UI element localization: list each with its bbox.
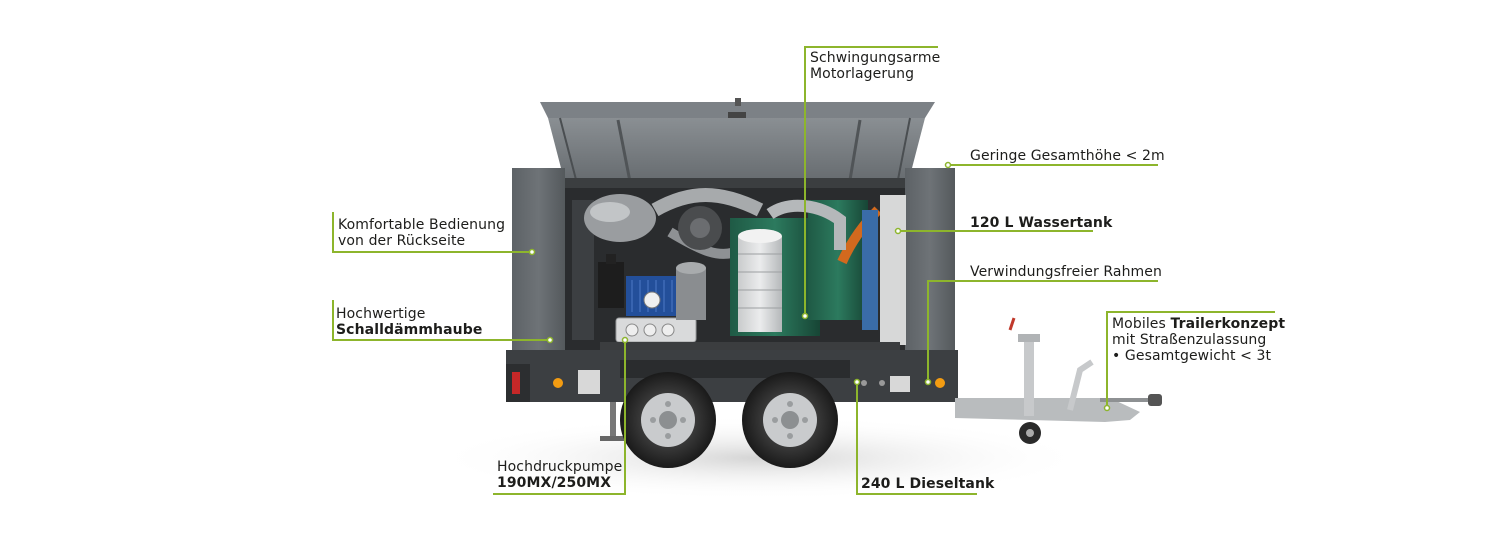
leader-motor-mount xyxy=(804,46,938,316)
callout-height: Geringe Gesamthöhe < 2m xyxy=(970,148,1165,164)
pump-line1: Hochdruckpumpe xyxy=(497,459,623,475)
callout-pump: Hochdruckpumpe 190MX/250MX xyxy=(497,459,622,491)
operation-line1: Komfortable Bedienung xyxy=(338,217,506,233)
drawbar-hitch xyxy=(955,317,1162,444)
leader-operation xyxy=(332,212,530,253)
callout-trailer: Mobiles Trailerkonzept mit Straßenzulass… xyxy=(1112,316,1285,364)
operation-line2: von der Rückseite xyxy=(338,233,466,249)
motor-mount-line2: Motorlagerung xyxy=(810,66,915,82)
leader-frame xyxy=(927,280,1158,382)
trailer-bold: Trailerkonzept xyxy=(1170,316,1286,332)
ground-shadow xyxy=(430,416,1090,500)
wheel-front xyxy=(620,372,716,468)
leader-diesel xyxy=(856,382,977,495)
callout-hood: Hochwertige Schalldämmhaube xyxy=(336,306,482,338)
motor-mount-line1: Schwingungsarme xyxy=(810,50,941,66)
callout-water-tank: 120 L Wassertank xyxy=(970,215,1112,231)
open-hood-lid xyxy=(540,98,935,196)
callout-frame: Verwindungsfreier Rahmen xyxy=(970,264,1162,280)
callout-leader-lines xyxy=(332,46,1275,495)
wheel-rear xyxy=(742,372,838,468)
callout-diesel-tank: 240 L Dieseltank xyxy=(861,476,994,492)
leader-trailer xyxy=(1106,311,1275,408)
leader-hood xyxy=(332,300,548,341)
trailer-line3: • Gesamtgewicht < 3t xyxy=(1112,348,1272,364)
water-tank-text: 120 L Wassertank xyxy=(970,215,1113,231)
trailer-line2: mit Straßenzulassung xyxy=(1112,332,1267,348)
hood-line2: Schalldämmhaube xyxy=(336,322,483,338)
frame-text: Verwindungsfreier Rahmen xyxy=(970,264,1162,280)
height-text: Geringe Gesamthöhe < 2m xyxy=(970,148,1165,164)
hood-line1: Hochwertige xyxy=(336,306,426,322)
pump-line2: 190MX/250MX xyxy=(497,475,612,491)
diesel-tank-text: 240 L Dieseltank xyxy=(861,476,995,492)
trailer-prefix: Mobiles xyxy=(1112,316,1171,332)
leader-pump xyxy=(493,340,626,495)
callout-operation: Komfortable Bedienung von der Rückseite xyxy=(338,217,505,249)
callout-motor-mount: Schwingungsarme Motorlagerung xyxy=(810,50,940,82)
